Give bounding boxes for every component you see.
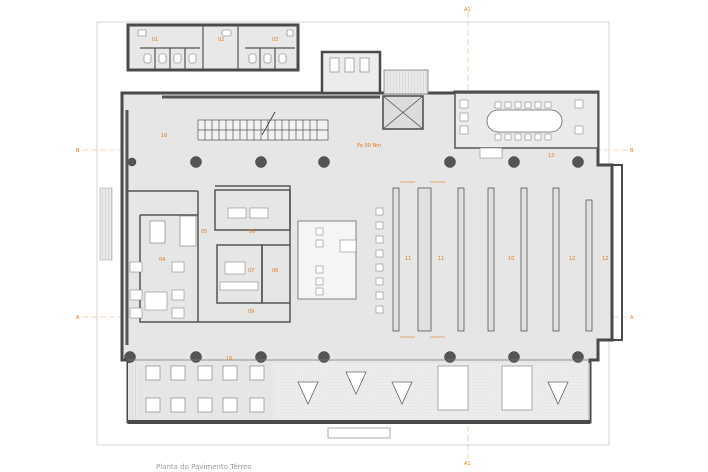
- axis-label-top: A1: [464, 7, 471, 13]
- axis-label-left-upper: B: [76, 148, 80, 154]
- room-label-07: 07: [248, 268, 254, 274]
- axis-markers: A1 A1 B A B A: [76, 7, 634, 467]
- group-tables: [437, 365, 533, 411]
- room-label-06: 06: [249, 229, 255, 235]
- round-tables: [297, 371, 569, 405]
- bottom-hatch-band: [128, 363, 138, 421]
- left-facade-strip: [99, 187, 113, 261]
- office-04-desk: [149, 220, 166, 244]
- room-label-13: 13: [548, 153, 554, 159]
- restroom-fixtures: [137, 29, 294, 64]
- room-label-11a: 11: [405, 256, 411, 262]
- axis-label-left-lower: A: [76, 315, 80, 321]
- bottom-facade: [128, 420, 590, 424]
- axis-label-bottom: A1: [464, 461, 471, 467]
- reception-chairs: [315, 227, 324, 296]
- plan-caption: Planta do Pavimento Térreo: [156, 463, 252, 471]
- elevation-label: Pe 00 Nm: [357, 143, 381, 149]
- room-label-11b: 11: [438, 256, 444, 262]
- room-labels: 16 01 02 03 04 05 06 07 08 09 11 11 10 1…: [152, 37, 608, 362]
- axis-label-right-upper: B: [630, 148, 634, 154]
- room-label-12b: 12: [602, 256, 608, 262]
- conference-chairs: [459, 99, 584, 141]
- reception-desk: [297, 220, 357, 300]
- main-staircase: [197, 111, 329, 141]
- entrance-step: [327, 427, 391, 439]
- shaft-fixtures: [329, 57, 370, 73]
- shelf-chairs: [375, 207, 384, 314]
- room-label-01: 01: [152, 37, 158, 43]
- restroom-partitions: [140, 25, 295, 70]
- room-label-04: 04: [159, 257, 165, 263]
- room-label-09: 09: [248, 309, 254, 315]
- axis-label-right-lower: A: [630, 315, 634, 321]
- room-label-03: 03: [272, 37, 278, 43]
- office-cluster: [128, 185, 291, 323]
- office-desks: [129, 207, 269, 319]
- external-stair: [383, 69, 429, 95]
- main-floor: [120, 90, 614, 424]
- right-facade: [612, 164, 623, 341]
- direction-arrows: [400, 181, 445, 338]
- room-label-05: 05: [201, 229, 207, 235]
- conference-table: [486, 109, 563, 133]
- shelving-11: [392, 187, 465, 332]
- study-tables: [145, 365, 265, 413]
- room-label-16-top: 16: [161, 133, 167, 139]
- room-label-10: 10: [508, 256, 514, 262]
- room-label-16-bottom: 16: [226, 356, 232, 362]
- room-label-02: 02: [218, 37, 224, 43]
- room-label-08: 08: [272, 268, 278, 274]
- shelving-10-12: [487, 187, 593, 332]
- room-label-12a: 12: [569, 256, 575, 262]
